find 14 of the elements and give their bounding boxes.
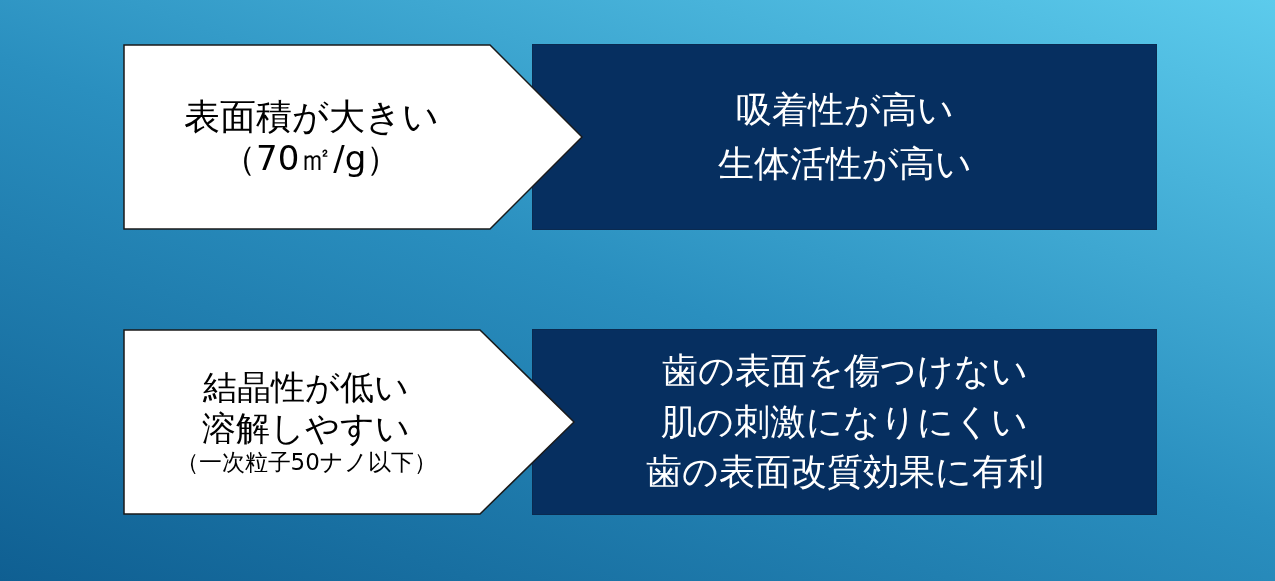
text-label: 歯の表面改質効果に有利 [645, 450, 1044, 495]
text-label: （一次粒子50ナノ以下） [175, 449, 437, 477]
text-label: 結晶性が低い [203, 367, 410, 409]
text-label: 溶解しやすい [202, 408, 411, 449]
text-label: 吸着性が高い [735, 88, 954, 132]
text-box [532, 44, 1157, 230]
arrow-shape [123, 329, 575, 515]
arrow-shape [123, 44, 583, 230]
text-box [532, 329, 1157, 515]
text-label: 生体活性が高い [717, 142, 972, 186]
text-label: 肌の刺激になりにくい [661, 399, 1028, 444]
text-label: 表面積が大きい [183, 95, 439, 139]
text-label: 歯の表面を傷つけない [661, 349, 1028, 394]
text-label: （70㎡/g） [222, 138, 401, 179]
